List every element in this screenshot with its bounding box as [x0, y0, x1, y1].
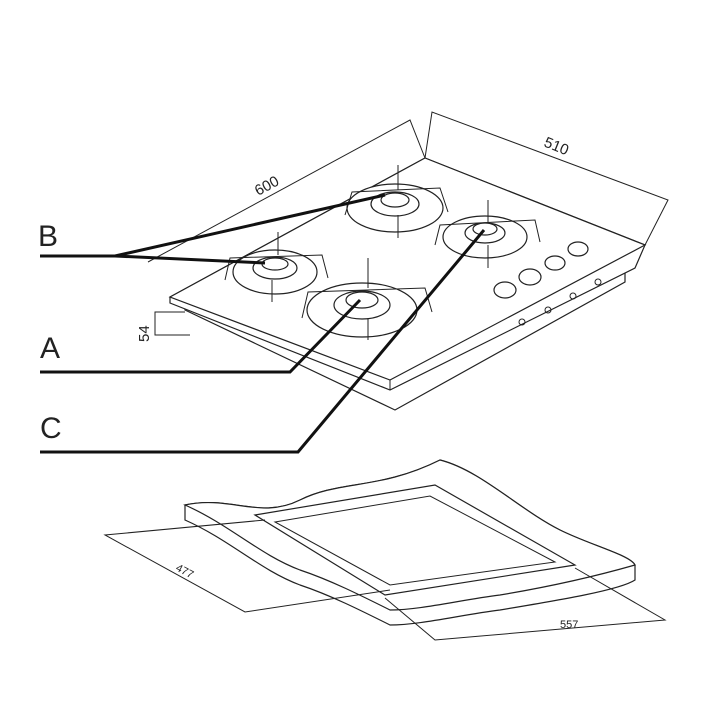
- callout-a: A: [40, 298, 362, 374]
- callout-c: C: [40, 229, 486, 454]
- label-a: A: [40, 332, 60, 365]
- burner-a: [301, 258, 433, 340]
- dimension-600-label: 600: [252, 173, 282, 200]
- dimension-557: 557: [384, 567, 667, 641]
- label-c: C: [40, 412, 62, 445]
- burner-b: [344, 165, 449, 238]
- label-b: B: [38, 220, 58, 253]
- dimension-510: 510: [424, 111, 669, 246]
- worktop-cutout: [183, 459, 636, 626]
- dimension-477-label: 477: [174, 562, 196, 581]
- dimension-510-label: 510: [542, 134, 572, 159]
- dimension-54: 54: [136, 311, 190, 342]
- dimension-557-label: 557: [560, 619, 578, 631]
- dimension-54-label: 54: [136, 325, 153, 342]
- callout-b: B: [38, 193, 386, 265]
- control-knobs: [493, 241, 602, 326]
- burner-c: [434, 200, 541, 268]
